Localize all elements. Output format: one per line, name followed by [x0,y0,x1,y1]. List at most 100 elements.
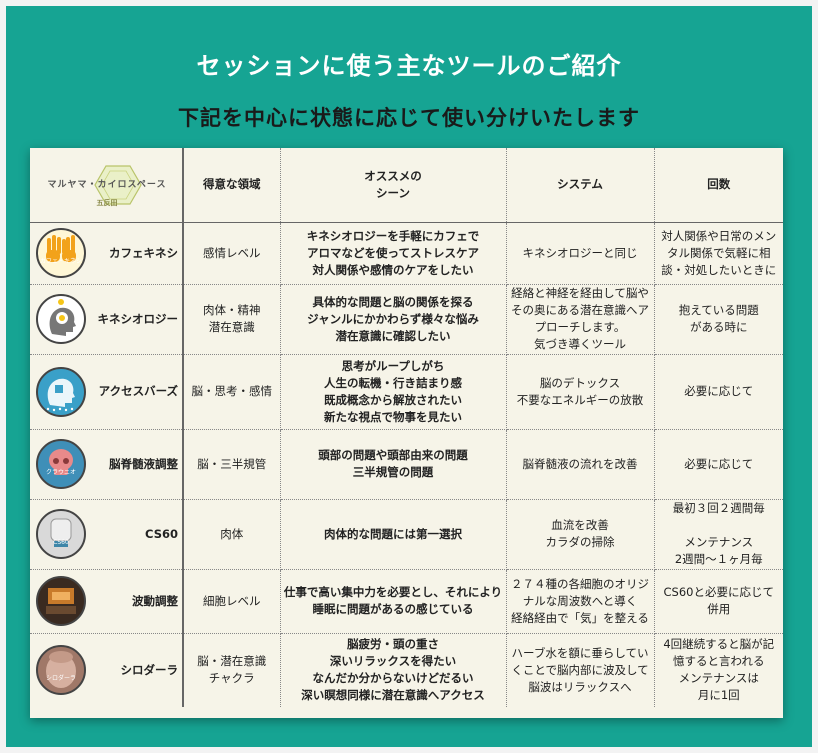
tools-table: マルヤマ・カイロスペース 五反田 得意な領域 オススメの シーン システム 回数… [30,148,783,707]
frequency-cell-line: 月に1回 [697,688,740,703]
scene-cell: 頭部の問題や頭部由来の問題三半規管の問題 [279,428,507,500]
scene-cell: 仕事で高い集中力を必要とし、それにより睡眠に問題があるの感じている [279,568,507,634]
tool-cell: シロダーラシロダーラ [30,632,184,707]
scene-cell-line: 脳疲労・頭の重さ [347,637,439,652]
area-cell: 脳・潜在意識チャクラ [182,632,281,707]
header-system: システム [505,148,655,223]
system-cell: 脳のデトックス不要なエネルギーの放散 [505,353,655,430]
scene-cell-line: 既成概念から解放されたい [324,392,462,407]
tool-name: 脳脊髄液調整 [109,456,178,471]
frequency-cell-line: 憶すると言われる [673,654,765,669]
scene-cell-line: ジャンルにかかわらず様々な悩み [307,311,479,326]
system-cell-line: 経絡と神経を経由して脳や [511,286,649,300]
frequency-cell-line: メンテナンスは [678,671,759,686]
tool-name: カフェキネシ [109,245,178,260]
frequency-cell-line: がある時に [690,320,748,334]
header-scene: オススメの シーン [279,148,507,223]
table-header-row: マルヤマ・カイロスペース 五反田 得意な領域 オススメの シーン システム 回数 [30,148,783,223]
hands-icon: カフェ・キネシ [36,228,86,278]
system-cell: ２７４種の各細胞のオリジナルな周波数へと導く経絡経由で「気」を整える [505,568,655,634]
system-cell-line: キネシオロジーと同じ [522,245,638,260]
system-cell-line: くことで脳内部に波及して [511,662,649,677]
system-cell-line: 脳のデトックス [539,375,621,390]
scene-cell: 肉体的な問題には第一選択 [279,498,507,570]
frequency-cell-line: 必要に応じて [684,384,754,398]
scene-cell-line: 深い瞑想同様に潜在意識へアクセス [301,688,485,703]
scene-cell-line: 新たな視点で物事を見たい [324,409,462,424]
frequency-cell-line: メンテナンス [684,535,754,549]
scene-cell: 脳疲労・頭の重さ深いリラックスを得たいなんだか分からないけどだるい深い瞑想同様に… [279,632,507,707]
tool-cell: アクセスバーズ [30,353,184,430]
system-cell: ハーブ水を額に垂らしていくことで脳内部に波及して脳波はリラックスへ [505,632,655,707]
system-cell: 血流を改善カラダの掃除 [505,498,655,570]
table-row: 波動調整 細胞レベル 仕事で高い集中力を必要とし、それにより睡眠に問題があるの感じて… [30,568,783,634]
frequency-cell-line: 対人関係や日常のメン [661,228,777,243]
area-cell: 細胞レベル [182,568,281,634]
header-area: 得意な領域 [182,148,281,223]
system-cell: 脳脊髄液の流れを改善 [505,428,655,500]
system-cell-line: 不要なエネルギーの放散 [516,392,644,407]
head-bulb-icon [36,294,86,344]
area-cell-line: 感情レベル [203,245,261,260]
page-title: セッションに使う主なツールのご紹介 [196,52,622,80]
logo-cell: マルヤマ・カイロスペース 五反田 [30,148,184,223]
scene-cell-line: 具体的な問題と脳の関係を探る [312,294,474,309]
scene-cell-line: 睡眠に問題があるの感じている [312,602,474,616]
tool-name: シロダーラ [120,662,179,677]
area-cell-line: 肉体・精神 [203,303,261,317]
area-cell: 脳・三半規管 [182,428,281,500]
system-cell-line: プローチします。 [534,320,626,334]
scene-cell-line: 頭部の問題や頭部由来の問題 [318,448,468,462]
system-cell-line: カラダの掃除 [545,535,615,549]
scene-cell-line: アロマなどを使ってストレスケア [307,245,479,260]
table-row: シロダーラシロダーラ脳・潜在意識チャクラ脳疲労・頭の重さ深いリラックスを得たいな… [30,632,783,707]
system-cell: 経絡と神経を経由して脳やその奥にある潜在意識へアプローチします。気づき導くツール [505,283,655,355]
frequency-cell-line [658,517,781,534]
area-cell: 脳・思考・感情 [182,353,281,430]
table-row: アクセスバーズ脳・思考・感情思考がループしがち人生の転機・行き詰まり感既成概念か… [30,353,783,430]
area-cell-line: チャクラ [208,671,255,686]
header-scene-line2: シーン [376,185,410,200]
scene-cell-line: 対人関係や感情のケアをしたい [312,262,474,277]
header-frequency: 回数 [653,148,783,223]
tool-cell: 波動調整 [30,568,184,634]
frequency-cell-line: 抱えている問題 [678,303,759,317]
cs60-device-icon: CS60 [36,509,86,559]
area-cell: 感情レベル [182,222,281,285]
tool-cell: キネシオロジー [30,283,184,355]
tool-cell: CS60 CS60 [30,498,184,570]
system-cell-line: 経絡経由で「気」を整える [511,610,649,625]
system-cell-line: 気づき導くツール [534,337,626,351]
area-cell-line: 細胞レベル [203,593,261,608]
logo-sub: 五反田 [96,198,118,207]
scene-cell: 具体的な問題と脳の関係を探るジャンルにかかわらず様々な悩み潜在意識に確認したい [279,283,507,355]
system-cell-line: ２７４種の各細胞のオリジ [511,576,649,591]
tool-name: アクセスバーズ [98,384,178,398]
scene-cell-line: なんだか分からないけどだるい [312,671,474,686]
scene-cell: 思考がループしがち人生の転機・行き詰まり感既成概念から解放されたい新たな視点で物… [279,353,507,430]
area-cell-line: 脳・思考・感情 [191,384,273,398]
area-cell-line: 脳・三半規管 [197,456,267,471]
tool-name: 波動調整 [132,593,178,608]
header-scene-line1: オススメの [364,168,422,183]
area-cell: 肉体 [182,498,281,570]
head-puzzle-icon [36,366,86,417]
scene-cell-line: 三半規管の問題 [352,465,434,479]
system-cell-line: 脳波はリラックスへ [528,679,632,694]
frequency-cell: CS60と必要に応じて併用 [653,568,783,634]
area-cell-line: 潜在意識 [208,320,255,334]
frequency-cell: 抱えている問題がある時に [653,283,783,355]
frequency-cell: 4回継続すると脳が記憶すると言われるメンテナンスは月に1回 [653,632,783,707]
frequency-cell: 対人関係や日常のメンタル関係で気軽に相談・対処したいときに [653,222,783,285]
system-cell-line: 血流を改善 [551,518,609,532]
icon-caption: クラウニオ [45,469,76,476]
logo-name: マルヤマ・カイロスペース [47,179,167,190]
skull-icon: クラウニオ [36,439,86,489]
tool-name: CS60 [145,526,178,541]
system-cell: キネシオロジーと同じ [505,222,655,285]
tool-cell: クラウニオ 脳脊髄液調整 [30,428,184,500]
system-cell-line: その奥にある潜在意識へア [511,303,649,317]
scene-cell-line: 深いリラックスを得たい [329,654,457,669]
